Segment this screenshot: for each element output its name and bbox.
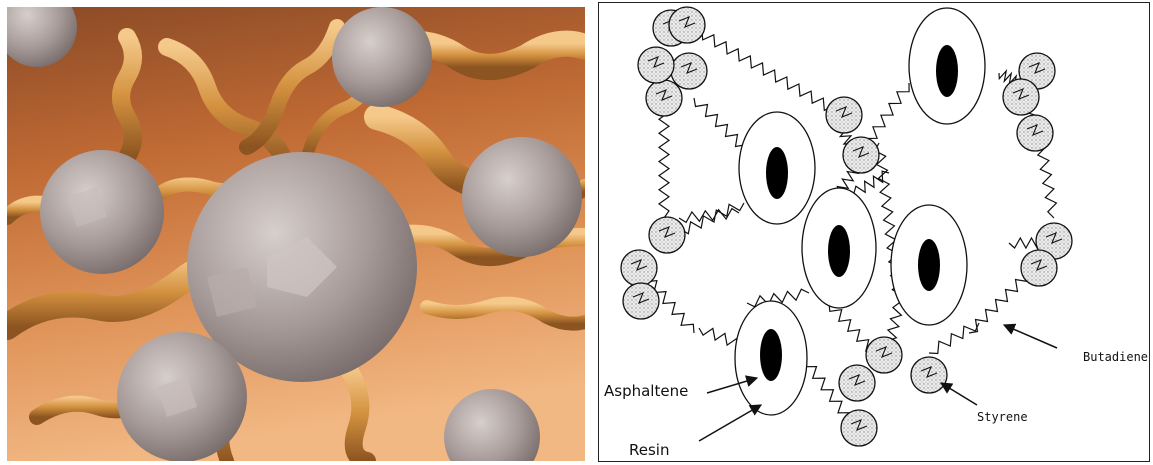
resin-unit xyxy=(891,205,967,325)
styrene-sphere xyxy=(1003,79,1039,115)
styrene-sphere xyxy=(649,217,685,253)
styrene-sphere xyxy=(826,97,862,133)
styrene-sphere xyxy=(671,53,707,89)
butadiene-label: Butadiene xyxy=(1083,350,1148,364)
styrene-sphere xyxy=(839,365,875,401)
resin-unit xyxy=(735,301,807,415)
styrene-sphere xyxy=(638,47,674,83)
butadiene-chain xyxy=(679,209,739,223)
styrene-label: Styrene xyxy=(977,410,1028,424)
butadiene-chain xyxy=(694,98,749,153)
styrene-sphere xyxy=(623,283,659,319)
styrene-arrow xyxy=(941,383,977,405)
styrene-sphere xyxy=(911,357,947,393)
schematic-canvas: Asphaltene Resin Styrene Butadiene xyxy=(599,3,1149,461)
polymer-network-rendering xyxy=(7,7,585,461)
styrene-sphere xyxy=(1017,115,1053,151)
resin-label: Resin xyxy=(629,441,669,459)
rendering-canvas xyxy=(7,7,585,461)
polymer-network-schematic: Asphaltene Resin Styrene Butadiene xyxy=(598,2,1150,462)
asphaltene-label: Asphaltene xyxy=(604,382,688,400)
styrene-sphere xyxy=(866,337,902,373)
styrene-sphere xyxy=(843,137,879,173)
styrene-sphere xyxy=(621,250,657,286)
asphaltene-core xyxy=(828,225,850,277)
resin-unit xyxy=(909,8,985,124)
styrene-sphere xyxy=(841,410,877,446)
resin-asphaltene-units xyxy=(735,8,985,415)
butadiene-chain xyxy=(687,25,839,113)
styrene-sphere xyxy=(1021,250,1057,286)
asphaltene-core xyxy=(918,239,940,291)
styrene-sphere xyxy=(646,80,682,116)
butadiene-arrow xyxy=(1004,325,1057,348)
butadiene-chain xyxy=(929,323,979,354)
asphaltene-core xyxy=(760,329,782,381)
butadiene-chain xyxy=(829,303,874,353)
resin-arrow xyxy=(699,405,761,441)
styrene-sphere xyxy=(669,7,705,43)
resin-unit xyxy=(739,112,815,224)
asphaltene-core xyxy=(766,147,788,199)
resin-unit xyxy=(802,188,876,308)
asphaltene-core xyxy=(936,45,958,97)
